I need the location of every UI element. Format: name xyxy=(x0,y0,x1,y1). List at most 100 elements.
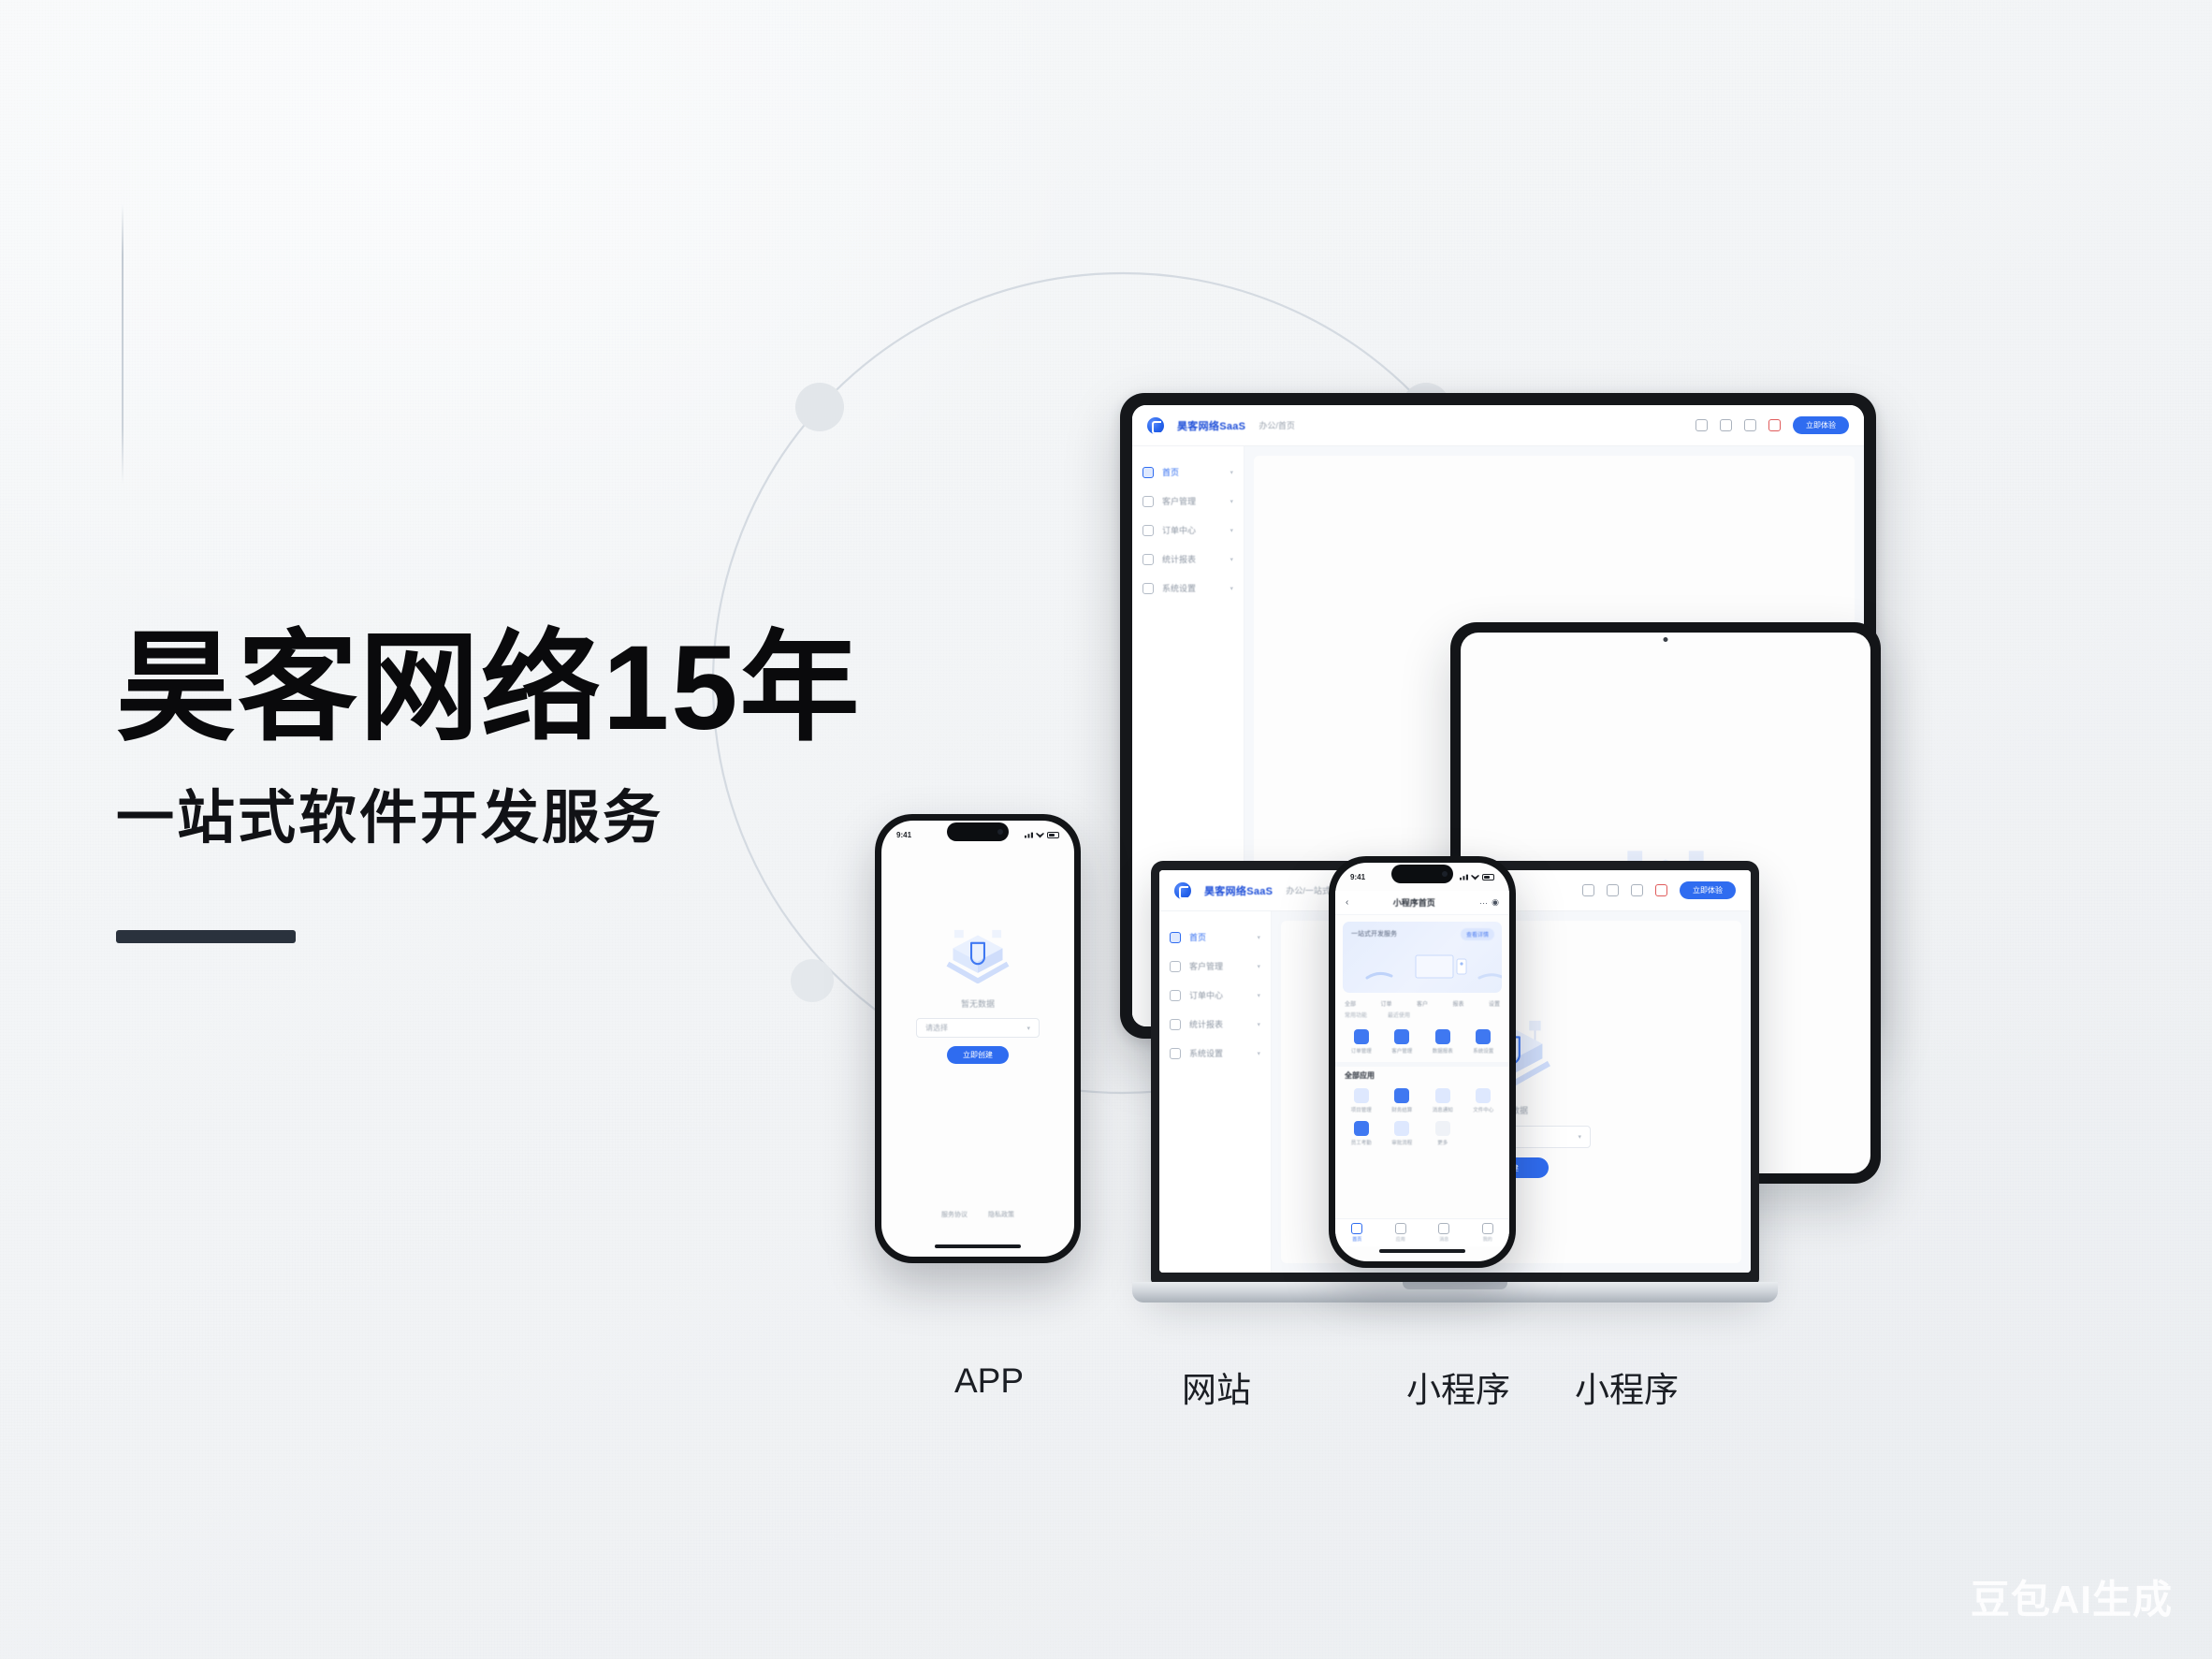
tab-messages[interactable]: 消息 xyxy=(1422,1223,1466,1243)
close-target-icon[interactable]: ◉ xyxy=(1492,897,1499,907)
miniprogram-capsule-buttons[interactable]: ··· ◉ xyxy=(1479,897,1499,908)
more-icon[interactable]: ··· xyxy=(1479,897,1489,908)
phone-app-footer-links: 服务协议 隐私政策 xyxy=(881,1210,1074,1219)
battery-icon xyxy=(1482,873,1494,880)
sidebar-item-orders[interactable]: 订单中心 ▾ xyxy=(1132,516,1244,545)
device-label-row: APP 网站 小程序 小程序 xyxy=(954,1361,2077,1418)
type-select-dropdown[interactable]: 请选择 ▾ xyxy=(916,1018,1040,1038)
tab-profile[interactable]: 我的 xyxy=(1466,1223,1510,1243)
sidebar-item-label: 客户管理 xyxy=(1162,497,1197,506)
privacy-policy-link[interactable]: 隐私政策 xyxy=(988,1212,1014,1218)
tab-home[interactable]: 首页 xyxy=(1335,1223,1379,1243)
monitor-brand-name: 昊客网络SaaS xyxy=(1177,420,1246,432)
app-grid: 项目管理 财务结算 消息通知 文件中心 xyxy=(1335,1083,1509,1154)
gear-icon xyxy=(1170,1047,1181,1059)
chart-icon xyxy=(1434,1029,1450,1044)
grid-item[interactable]: 文件中心 xyxy=(1463,1088,1505,1113)
chip[interactable]: 最近使用 xyxy=(1388,1013,1411,1019)
sidebar-item-settings[interactable]: 系统设置 ▾ xyxy=(1132,574,1244,603)
grid-item[interactable]: 系统设置 xyxy=(1463,1029,1505,1055)
dynamic-island xyxy=(1391,865,1453,883)
service-agreement-link[interactable]: 服务协议 xyxy=(941,1212,968,1218)
chevron-down-icon: ▾ xyxy=(1257,963,1260,970)
phone-app-create-button[interactable]: 立即创建 xyxy=(947,1046,1009,1064)
tab-apps[interactable]: 应用 xyxy=(1379,1223,1423,1243)
bell-icon xyxy=(1434,1088,1450,1103)
monitor-cta-button[interactable]: 立即体验 xyxy=(1793,416,1849,434)
monitor-header-actions: 立即体验 xyxy=(1695,416,1849,434)
alert-icon[interactable] xyxy=(1768,419,1781,431)
bell-icon[interactable] xyxy=(1582,884,1594,896)
page-subtitle: 一站式软件开发服务 xyxy=(116,786,664,851)
plus-icon xyxy=(1434,1121,1450,1136)
grid-item-label: 系统设置 xyxy=(1473,1049,1494,1055)
grid-item[interactable]: 财务结算 xyxy=(1382,1088,1423,1113)
monitor-breadcrumb: 办公/首页 xyxy=(1259,421,1295,430)
project-icon xyxy=(1353,1088,1369,1103)
sidebar-item-reports[interactable]: 统计报表 ▾ xyxy=(1159,1010,1271,1039)
device-label-website: 网站 xyxy=(1182,1371,1251,1409)
chart-icon xyxy=(1170,1018,1181,1030)
promo-banner-card[interactable]: 一站式开发服务 查看详情 xyxy=(1343,922,1502,993)
alert-icon[interactable] xyxy=(1655,884,1667,896)
sidebar-item-customers[interactable]: 客户管理 ▾ xyxy=(1159,952,1271,981)
tablet-camera-icon xyxy=(1663,637,1668,642)
chevron-down-icon: ▾ xyxy=(1578,1134,1581,1141)
chevron-down-icon: ▾ xyxy=(1257,1021,1260,1028)
phone-miniprogram-mockup: 9:41 ‹ 小程序首页 ··· ◉ 一站式开发服 xyxy=(1329,856,1516,1268)
sidebar-item-home[interactable]: 首页 ▾ xyxy=(1132,458,1244,487)
help-icon[interactable] xyxy=(1631,884,1643,896)
sidebar-item-label: 订单中心 xyxy=(1189,991,1224,1000)
laptop-sidebar: 首页 ▾ 客户管理 ▾ 订单中心 ▾ xyxy=(1159,911,1272,1273)
chevron-down-icon: ▾ xyxy=(1230,585,1233,592)
grid-item[interactable]: 消息通知 xyxy=(1422,1088,1463,1113)
chip[interactable]: 报表 xyxy=(1452,1002,1464,1008)
grid-item[interactable]: 员工考勤 xyxy=(1341,1121,1382,1146)
chip[interactable]: 设置 xyxy=(1488,1002,1500,1008)
banner-cta-pill[interactable]: 查看详情 xyxy=(1460,928,1494,940)
laptop-cta-button[interactable]: 立即体验 xyxy=(1680,881,1736,899)
grid-item[interactable]: 审批流程 xyxy=(1382,1121,1423,1146)
grid-item[interactable]: 订单管理 xyxy=(1341,1029,1382,1055)
home-indicator xyxy=(935,1244,1021,1248)
laptop-brand-name: 昊客网络SaaS xyxy=(1204,885,1273,897)
bell-icon[interactable] xyxy=(1695,419,1708,431)
chip[interactable]: 全部 xyxy=(1345,1002,1357,1008)
phone-screen: 9:41 ‹ 小程序首页 ··· ◉ 一站式开发服 xyxy=(1335,863,1509,1261)
status-bar-time: 9:41 xyxy=(896,830,912,839)
chip[interactable]: 常用功能 xyxy=(1345,1013,1368,1019)
battery-icon xyxy=(1047,831,1059,838)
user-icon xyxy=(1481,1223,1493,1234)
home-icon xyxy=(1170,931,1181,943)
sidebar-item-label: 首页 xyxy=(1162,468,1180,477)
tab-label: 应用 xyxy=(1395,1237,1405,1243)
chevron-down-icon: ▾ xyxy=(1257,992,1260,999)
status-bar-time: 9:41 xyxy=(1350,872,1366,881)
cellular-icon xyxy=(1460,874,1468,880)
grid-item[interactable]: 更多 xyxy=(1422,1121,1463,1146)
sidebar-item-home[interactable]: 首页 ▾ xyxy=(1159,923,1271,952)
sidebar-item-reports[interactable]: 统计报表 ▾ xyxy=(1132,545,1244,574)
laptop-header-actions: 立即体验 xyxy=(1582,881,1736,899)
grid-item[interactable]: 数据报表 xyxy=(1422,1029,1463,1055)
empty-box-illustration-icon xyxy=(935,918,1021,989)
chevron-down-icon: ▾ xyxy=(1026,1025,1030,1032)
sidebar-item-customers[interactable]: 客户管理 ▾ xyxy=(1132,487,1244,516)
grid-item[interactable]: 客户管理 xyxy=(1382,1029,1423,1055)
chevron-down-icon: ▾ xyxy=(1257,1050,1260,1057)
sidebar-item-orders[interactable]: 订单中心 ▾ xyxy=(1159,981,1271,1010)
chip[interactable]: 客户 xyxy=(1416,1002,1428,1008)
back-arrow-icon[interactable]: ‹ xyxy=(1346,896,1349,908)
message-icon[interactable] xyxy=(1720,419,1732,431)
phone-frame: 9:41 ‹ 小程序首页 ··· ◉ 一站式开发服 xyxy=(1329,856,1516,1268)
help-icon[interactable] xyxy=(1744,419,1756,431)
chip[interactable]: 订单 xyxy=(1380,1002,1392,1008)
grid-item[interactable]: 项目管理 xyxy=(1341,1088,1382,1113)
gear-icon xyxy=(1142,582,1154,594)
users-icon xyxy=(1142,495,1154,507)
sidebar-item-settings[interactable]: 系统设置 ▾ xyxy=(1159,1039,1271,1068)
message-icon[interactable] xyxy=(1607,884,1619,896)
miniprogram-navbar: ‹ 小程序首页 ··· ◉ xyxy=(1335,891,1509,915)
sidebar-item-label: 首页 xyxy=(1189,933,1207,942)
ai-watermark: 豆包AI生成 xyxy=(1970,1578,2173,1622)
